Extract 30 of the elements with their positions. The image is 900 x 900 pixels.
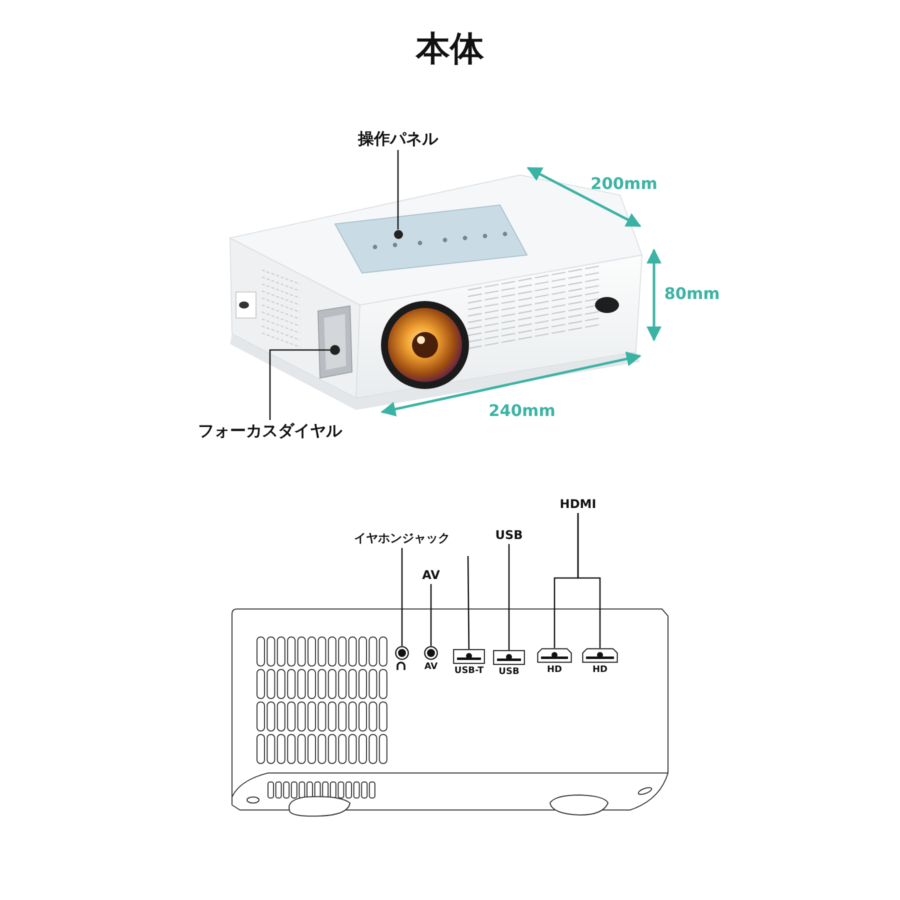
port-label: HD bbox=[591, 664, 608, 675]
leader-line bbox=[401, 548, 403, 646]
callout-label: HDMI bbox=[556, 495, 600, 513]
dimension-label: 200mm bbox=[590, 172, 658, 194]
dimension-label: 80mm bbox=[663, 282, 721, 304]
callout-label: イヤホンジャック bbox=[345, 528, 459, 548]
dimension-label: 240mm bbox=[488, 400, 556, 421]
callout-label: 操作パネル bbox=[350, 128, 446, 150]
callout-label: フォーカスダイヤル bbox=[190, 420, 350, 442]
audio-jack bbox=[424, 646, 438, 660]
leader-line bbox=[430, 584, 432, 646]
leader-dot bbox=[330, 345, 340, 355]
title: 本体 bbox=[414, 28, 485, 71]
leader-line bbox=[269, 349, 330, 420]
port-label: HD bbox=[546, 664, 563, 675]
audio-jack bbox=[395, 646, 409, 660]
usb-port bbox=[493, 650, 525, 665]
usb-port bbox=[453, 649, 485, 664]
port-label: AV bbox=[423, 661, 439, 672]
leader-line bbox=[397, 150, 399, 230]
hdmi-port bbox=[582, 648, 618, 663]
hdmi-port bbox=[537, 648, 572, 663]
leader-dot bbox=[394, 230, 402, 238]
port-label: USB-T bbox=[453, 665, 485, 676]
leader-line bbox=[577, 513, 601, 648]
port-label: USB bbox=[498, 666, 520, 677]
leader-line bbox=[467, 556, 470, 649]
callout-label: AV bbox=[418, 566, 444, 584]
callout-label: USB bbox=[492, 526, 526, 544]
leader-line bbox=[508, 544, 510, 650]
